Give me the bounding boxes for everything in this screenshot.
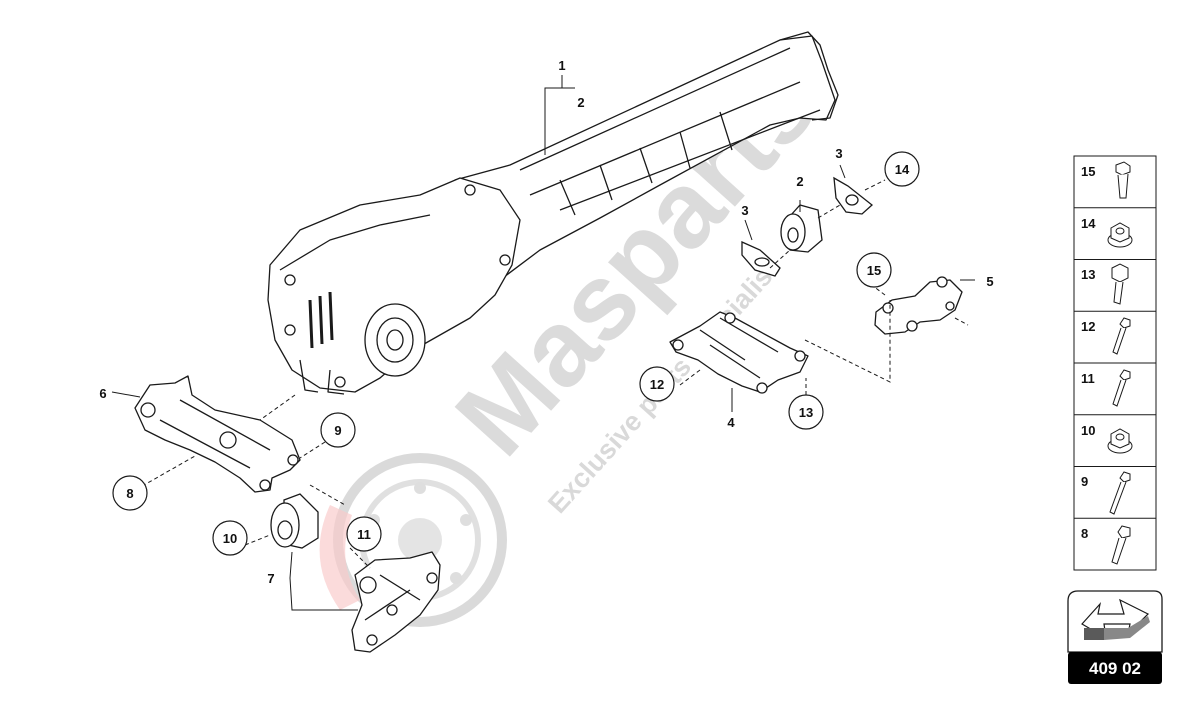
- legend-num-10: 10: [1081, 423, 1095, 438]
- callout-4: 4: [727, 415, 735, 430]
- diagram-reference-badge: 409 02: [1067, 590, 1163, 684]
- callout-1: 1: [558, 58, 565, 73]
- bolt-icon: [1111, 525, 1131, 565]
- bolt-icon: [1112, 317, 1131, 355]
- legend-row-8: 8: [1081, 525, 1131, 565]
- rear-bushing: [270, 493, 319, 549]
- left-mount-bracket: [134, 375, 301, 493]
- callout-circle-15: [856, 252, 892, 288]
- legend-num-12: 12: [1081, 319, 1095, 334]
- legend-row-12: 12: [1081, 317, 1131, 355]
- rear-mount-bracket: [351, 551, 441, 653]
- hex-bolt-icon: [1111, 263, 1129, 305]
- legend-num-13: 13: [1081, 267, 1095, 282]
- callout-12: 12: [650, 377, 664, 392]
- legend-num-14: 14: [1081, 216, 1096, 231]
- callout-10: 10: [223, 531, 237, 546]
- callout-circle-11: [346, 516, 382, 552]
- callout-3-right: 3: [835, 146, 842, 161]
- callout-circle-12: [639, 366, 675, 402]
- legend-row-13: 13: [1081, 263, 1129, 305]
- callout-circle-8: [112, 475, 148, 511]
- diagram-ref-number: 409 02: [1089, 659, 1141, 678]
- legend-row-10: 10: [1081, 423, 1133, 454]
- legend-row-14: 14: [1081, 216, 1133, 248]
- legend-num-8: 8: [1081, 526, 1088, 541]
- legend-num-15: 15: [1081, 164, 1095, 179]
- callout-circle-14: [884, 151, 920, 187]
- callout-8: 8: [126, 486, 133, 501]
- callout-circles: [112, 151, 920, 556]
- right-mount-bracket: [874, 276, 963, 335]
- callout-5: 5: [986, 274, 993, 289]
- callout-labels: 1 2 2 3 3 4 5 6 7 8 9 10 11 12 13 14 15: [99, 58, 993, 586]
- legend-row-15: 15: [1081, 161, 1131, 199]
- callout-15: 15: [867, 263, 881, 278]
- callout-circle-10: [212, 520, 248, 556]
- washer-right: [833, 176, 874, 215]
- callout-circle-9: [320, 412, 356, 448]
- legend-num-9: 9: [1081, 474, 1088, 489]
- leader-lines: [111, 75, 975, 611]
- callout-circle-13: [788, 394, 824, 430]
- long-bolt-icon: [1109, 471, 1131, 515]
- flange-nut-icon: [1107, 222, 1133, 248]
- direction-arrow-icon: [1081, 598, 1150, 640]
- callout-2-bushing: 2: [796, 174, 803, 189]
- callout-2-gearbox: 2: [577, 95, 584, 110]
- callout-11: 11: [357, 527, 371, 542]
- callout-3-left: 3: [741, 203, 748, 218]
- gearbox-subframe: [267, 31, 839, 395]
- callout-7: 7: [267, 571, 274, 586]
- mount-bushing: [780, 204, 823, 253]
- callout-9: 9: [334, 423, 341, 438]
- callout-6: 6: [99, 386, 106, 401]
- bolt-flange-icon: [1115, 161, 1131, 199]
- bolt-icon: [1112, 369, 1131, 407]
- hardware-legend: 15 14 13 12: [1073, 155, 1157, 571]
- flange-nut-icon: [1107, 428, 1133, 454]
- legend-row-11: 11: [1081, 369, 1131, 407]
- legend-row-9: 9: [1081, 471, 1131, 515]
- callout-14: 14: [895, 162, 910, 177]
- callout-13: 13: [799, 405, 813, 420]
- centre-mount: [669, 311, 809, 394]
- legend-num-11: 11: [1081, 371, 1095, 386]
